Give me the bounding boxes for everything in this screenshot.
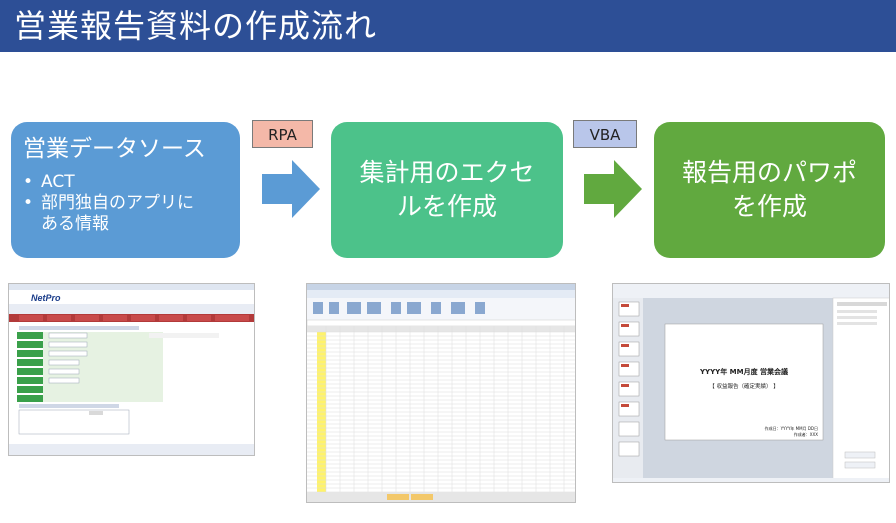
slide-author-text: 作成者：XXX [794, 431, 818, 437]
ppt-creation-box: 報告用のパワポ を作成 [654, 122, 885, 258]
page-title: 営業報告資料の作成流れ [14, 7, 378, 45]
excel-creation-box: 集計用のエクセ ルを作成 [331, 122, 563, 258]
act-netpro-screenshot: NetPro [8, 283, 255, 456]
excel-thumbnail-image [307, 284, 575, 502]
ppt-box-text: 報告用のパワポ を作成 [682, 156, 857, 224]
right-arrow-icon-1 [262, 160, 320, 218]
netpro-logo: NetPro [31, 293, 61, 303]
powerpoint-screenshot: YYYY年 MM月度 営業会議 【 収益報告（確定実績） 】 作成日：YYYY年… [612, 283, 890, 483]
source-heading: 営業データソース [23, 136, 206, 162]
source-item-act: ACT [23, 172, 228, 193]
vba-label: VBA [573, 120, 637, 148]
slide-subtitle-text: 【 収益報告（確定実績） 】 [709, 382, 779, 390]
rpa-label: RPA [252, 120, 313, 148]
ppt-line2: を作成 [731, 192, 807, 221]
act-netpro-thumbnail-image: NetPro [9, 284, 254, 455]
powerpoint-thumbnail-image: YYYY年 MM月度 営業会議 【 収益報告（確定実績） 】 作成日：YYYY年… [613, 284, 889, 482]
slide-author-date-text: 作成日：YYYY年 MM月 DD日 [765, 425, 818, 431]
right-arrow-icon-2 [584, 160, 642, 218]
slide-title-text: YYYY年 MM月度 営業会議 [699, 367, 788, 376]
source-item-dept-app-line2: ある情報 [41, 214, 109, 234]
title-bar: 営業報告資料の作成流れ [0, 0, 896, 52]
ppt-line1: 報告用のパワポ [681, 158, 857, 187]
excel-line2: ルを作成 [396, 192, 497, 221]
excel-line1: 集計用のエクセ [359, 158, 535, 187]
excel-box-text: 集計用のエクセ ルを作成 [359, 156, 534, 224]
source-item-dept-app-line1: 部門独自のアプリに [41, 193, 194, 213]
excel-screenshot [306, 283, 576, 503]
